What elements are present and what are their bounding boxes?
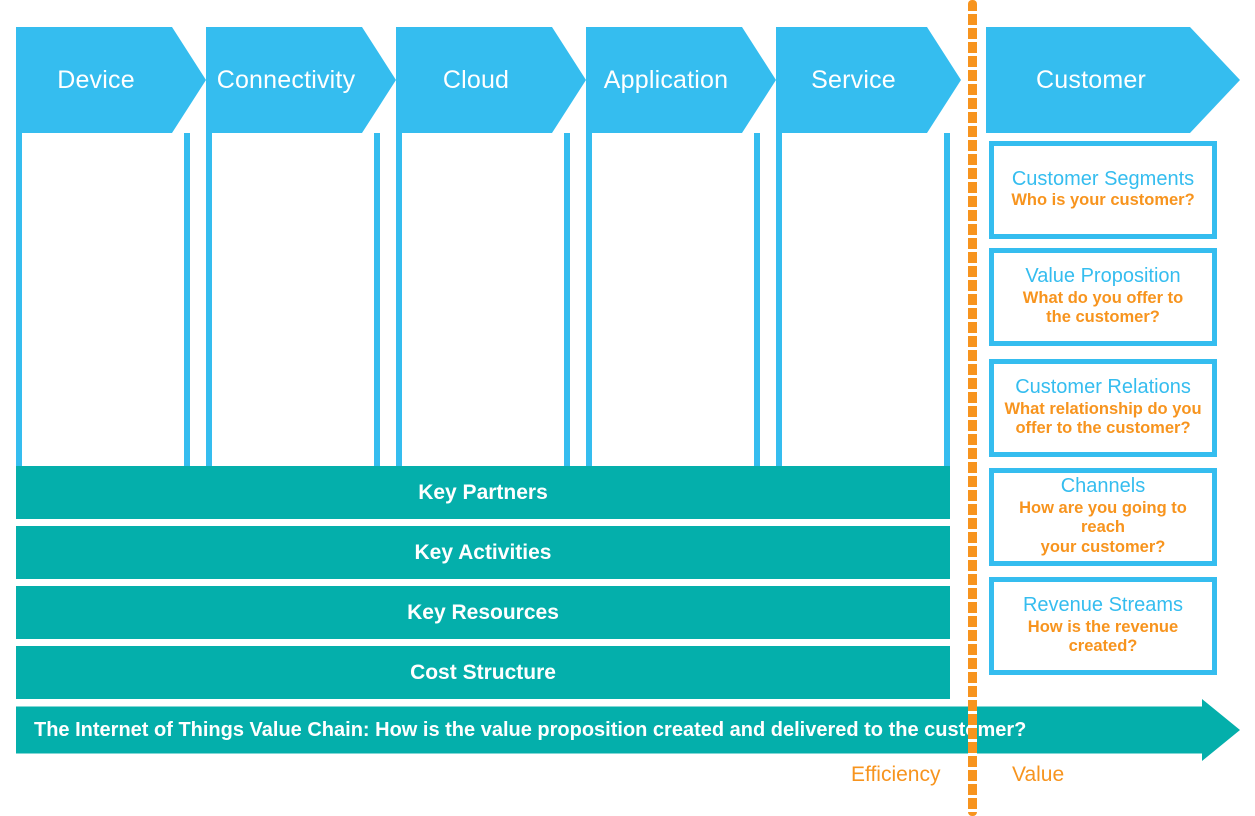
stage-label-application: Application xyxy=(603,65,729,94)
stage-label-cloud: Cloud xyxy=(442,65,510,94)
customer-block-question-line-1: What do you offer to xyxy=(1022,288,1184,307)
customer-block-channels[interactable]: Channels How are you going to reach your… xyxy=(989,468,1217,566)
stage-label-connectivity: Connectivity xyxy=(216,65,356,94)
customer-block-value-proposition[interactable]: Value Proposition What do you offer to t… xyxy=(989,248,1217,346)
stage-header-device[interactable]: Device xyxy=(16,27,206,133)
customer-block-question: How is the revenue created? xyxy=(1027,617,1179,656)
foundation-bar-label: Cost Structure xyxy=(410,660,556,684)
stage-body-connectivity[interactable] xyxy=(206,133,380,466)
stage-label-device: Device xyxy=(57,65,135,94)
stage-header-connectivity[interactable]: Connectivity xyxy=(206,27,396,133)
stage-header-customer[interactable]: Customer xyxy=(986,27,1240,133)
foundation-bar-label: Key Activities xyxy=(414,540,552,564)
stage-body-cloud[interactable] xyxy=(396,133,570,466)
value-chain-summary-arrow[interactable]: The Internet of Things Value Chain: How … xyxy=(16,699,1240,761)
customer-block-title: Customer Segments xyxy=(1011,167,1195,190)
customer-block-question-line-2: offer to the customer? xyxy=(1015,419,1191,438)
stage-body-device[interactable] xyxy=(16,133,190,466)
axis-label-value: Value xyxy=(1012,763,1065,786)
foundation-bar-label: Key Resources xyxy=(407,600,559,624)
stage-body-application[interactable] xyxy=(586,133,760,466)
customer-block-question: Who is your customer? xyxy=(1011,191,1195,210)
customer-block-customer-relations[interactable]: Customer Relations What relationship do … xyxy=(989,359,1217,457)
customer-block-revenue-streams[interactable]: Revenue Streams How is the revenue creat… xyxy=(989,577,1217,675)
stage-body-service[interactable] xyxy=(776,133,950,466)
foundation-bar-cost-structure[interactable]: Cost Structure xyxy=(16,646,950,699)
axis-label-efficiency: Efficiency xyxy=(851,763,941,786)
customer-block-title: Channels xyxy=(1060,475,1146,497)
customer-block-question-line-1: How are you going to reach xyxy=(1019,498,1187,537)
efficiency-value-divider xyxy=(968,0,977,816)
customer-block-title: Customer Relations xyxy=(1015,375,1191,398)
stage-header-service[interactable]: Service xyxy=(776,27,961,133)
foundation-bar-key-resources[interactable]: Key Resources xyxy=(16,586,950,639)
stage-header-cloud[interactable]: Cloud xyxy=(396,27,586,133)
customer-block-question-line-1: What relationship do you xyxy=(1004,399,1202,418)
customer-block-title: Value Proposition xyxy=(1025,264,1181,287)
customer-block-question-line-2: the customer? xyxy=(1046,308,1160,327)
foundation-bar-label: Key Partners xyxy=(418,480,548,504)
value-chain-summary-label: The Internet of Things Value Chain: How … xyxy=(34,718,1027,741)
stage-label-customer: Customer xyxy=(1036,65,1146,94)
foundation-bar-key-partners[interactable]: Key Partners xyxy=(16,466,950,519)
stage-header-application[interactable]: Application xyxy=(586,27,776,133)
customer-block-title: Revenue Streams xyxy=(1022,593,1184,616)
customer-block-customer-segments[interactable]: Customer Segments Who is your customer? xyxy=(989,141,1217,239)
stage-label-service: Service xyxy=(811,65,896,94)
foundation-bar-key-activities[interactable]: Key Activities xyxy=(16,526,950,579)
customer-block-question-line-2: your customer? xyxy=(1040,538,1166,557)
